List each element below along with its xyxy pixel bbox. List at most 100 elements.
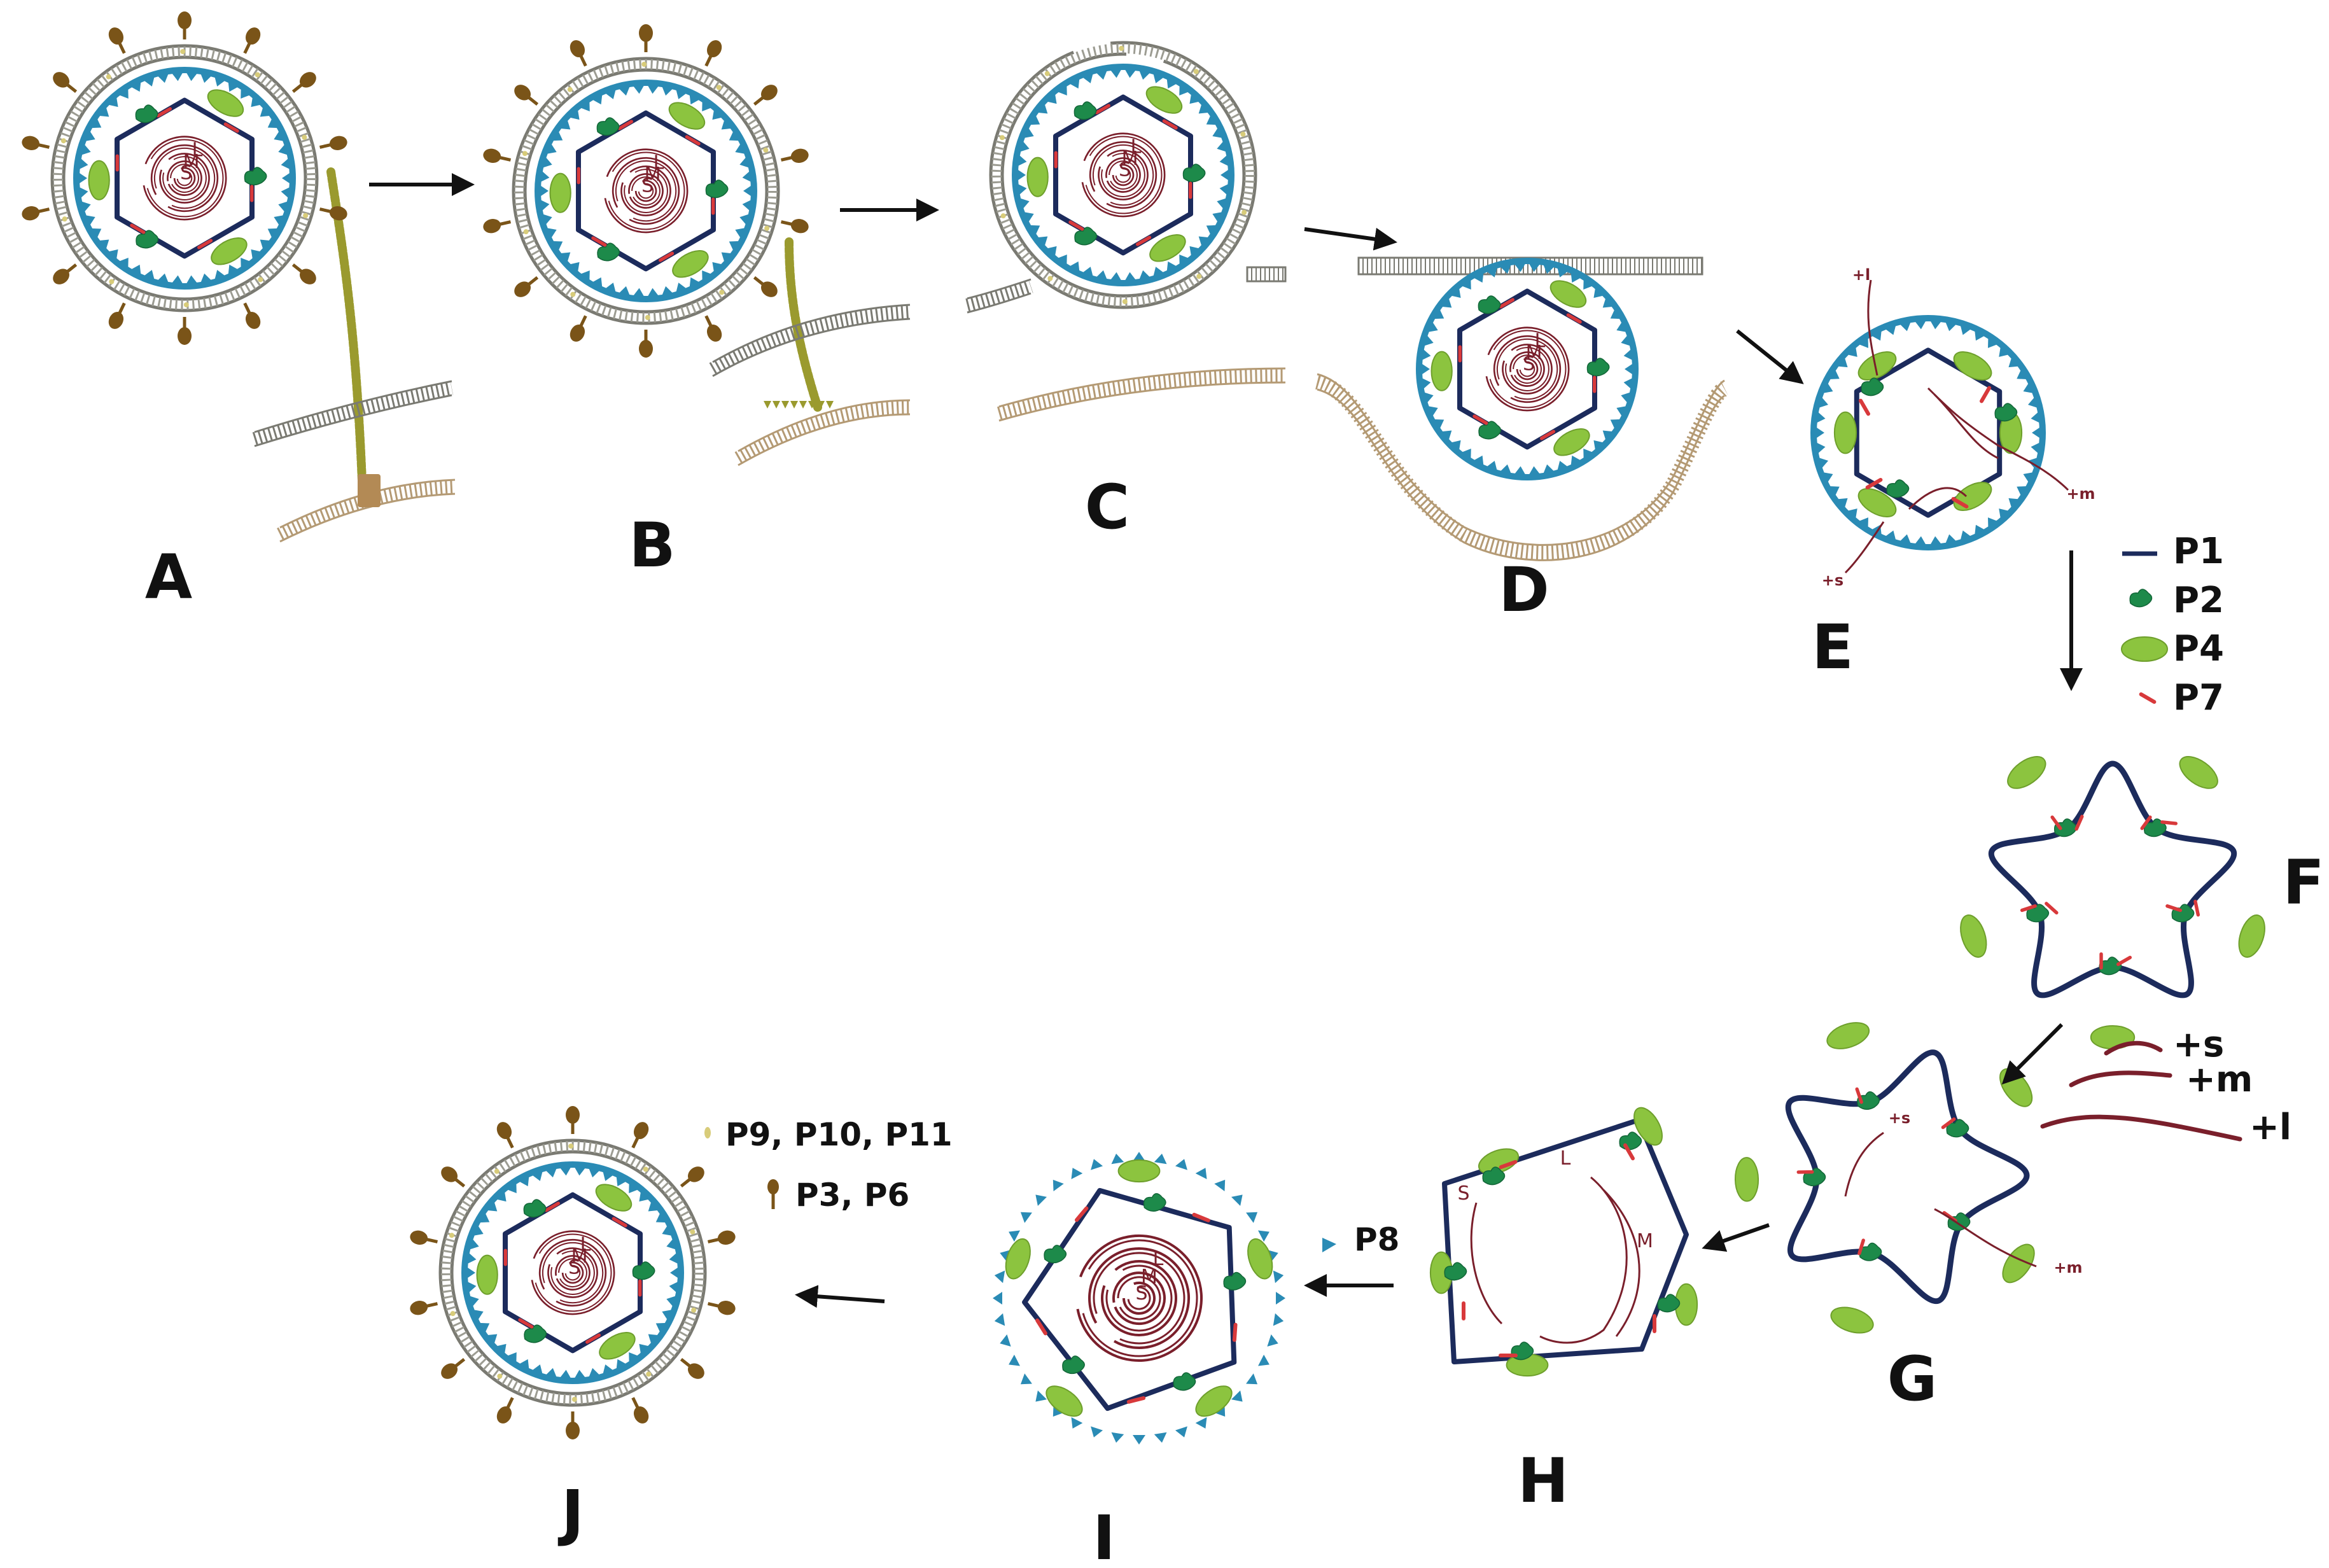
p8-triangle-icon [214, 76, 226, 87]
p8-triangle-icon [473, 1310, 484, 1320]
p8-triangle-icon [1179, 85, 1189, 96]
segment-label-m: M [1122, 148, 1138, 170]
p7-dash-icon [2020, 904, 2037, 913]
rna-strand [1101, 153, 1145, 197]
p8-triangle-icon [186, 72, 198, 81]
p8-triangle-icon [1461, 279, 1471, 290]
host-inner-membrane-d-edge [1317, 388, 1725, 561]
p9-p10-p11-icon [1000, 213, 1006, 219]
rna-strand [1513, 354, 1542, 384]
p7-dash-icon [223, 122, 239, 133]
stage-label-f: F [2283, 847, 2325, 918]
p9-p10-p11-icon [449, 1233, 454, 1238]
core-e: +l+m+s [1810, 266, 2095, 589]
p8-triangle-icon [574, 1166, 586, 1176]
lipid-envelope [50, 44, 319, 312]
envelope-inner-leaflet [62, 55, 307, 301]
p7-dash-icon [197, 239, 213, 249]
p8-triangle-icon [466, 1267, 475, 1278]
p8-triangle-icon [1930, 320, 1942, 330]
segment-label-l: L [1153, 1248, 1164, 1270]
p8-triangle-icon [605, 283, 616, 293]
p2-blob-icon [1444, 1262, 1467, 1281]
p4-ellipse-icon [1026, 157, 1049, 197]
p8-triangle-icon [2008, 357, 2019, 368]
p8-triangle-icon [260, 106, 270, 117]
segment-label-l: L [1535, 330, 1546, 352]
p8-triangle-icon [559, 1369, 571, 1379]
p4-ellipse-icon [595, 1184, 633, 1212]
legend-rna-label-1: +m [2186, 1059, 2253, 1100]
host-outer-membrane-c [965, 278, 1033, 314]
p9-p10-p11-icon [180, 49, 186, 55]
p8-triangle-icon [479, 1322, 490, 1333]
p8-triangle-icon [662, 1225, 673, 1236]
p2-blob-icon [244, 167, 267, 186]
legend-label-p9-p10-p11: P9, P10, P11 [725, 1116, 953, 1153]
p8-nucleocapsid-shell [1810, 315, 2046, 550]
p8-triangle-icon [1219, 183, 1229, 195]
segment-label-s: S [1457, 1182, 1469, 1205]
p8-triangle-icon [689, 277, 700, 288]
p8-triangle-icon [1124, 69, 1137, 78]
host-outer-membrane-a [252, 380, 454, 447]
rna-strand [547, 1247, 598, 1298]
p8-triangle-icon [1871, 330, 1882, 341]
p3-p6-spike-icon [22, 136, 40, 150]
p8-triangle-icon [540, 185, 549, 197]
rna-strand [1493, 335, 1562, 403]
p8-triangle-icon [1195, 1417, 1207, 1429]
p8-triangle-icon [1082, 73, 1093, 83]
p8-triangle-icon [1175, 1426, 1187, 1438]
p8-triangle-icon [662, 286, 673, 296]
rna-strand [1098, 150, 1149, 200]
p9-p10-p11-icon [183, 302, 189, 307]
envelope-outer-leaflet [512, 57, 780, 325]
p8-triangle-icon [1035, 1194, 1047, 1207]
p8-triangle-icon [1017, 155, 1027, 167]
host-outer-membrane-c-right [1246, 266, 1287, 283]
envelope-outer-leaflet [438, 1138, 707, 1407]
p8-triangle-icon [1246, 1373, 1258, 1385]
p8-triangle-icon [1818, 457, 1829, 469]
rna-strand [1112, 1271, 1166, 1326]
host-inner-membrane-d-hatch [1315, 374, 1729, 561]
p7-dash-icon [2193, 899, 2200, 917]
legend-rna-1: +m [2069, 1059, 2253, 1100]
p8-triangle-icon [1885, 530, 1896, 541]
p2-blob-icon [1062, 1355, 1085, 1375]
p1-procapsid-shell [1457, 288, 1597, 450]
p8-triangle-icon [519, 1359, 529, 1369]
p8-triangle-icon [735, 143, 746, 154]
p8-triangle-icon [729, 130, 739, 141]
p8-triangle-icon [1427, 406, 1438, 417]
p8-triangle-icon [721, 119, 732, 130]
legend-rna-0: +s [2104, 1024, 2224, 1065]
p8-triangle-icon [1139, 270, 1151, 280]
legend-label-p7: P7 [2173, 677, 2224, 718]
p8-triangle-icon [85, 130, 95, 141]
p7-dash-icon [1126, 1396, 1146, 1404]
p8-triangle-icon [1212, 212, 1223, 223]
p8-triangle-icon [545, 1168, 557, 1178]
p9-p10-p11-icon [716, 85, 722, 90]
p7-dash-icon [130, 223, 146, 234]
p8-triangle-icon [1543, 264, 1555, 274]
rna-strand [1082, 1239, 1198, 1357]
p8-triangle-icon [91, 118, 102, 129]
p9-p10-p11-icon [258, 277, 263, 283]
p7-dash-icon [2165, 904, 2183, 913]
rna-strand [1485, 326, 1570, 412]
p8-triangle-icon [1885, 325, 1896, 335]
p2-blob-icon [1861, 377, 1884, 396]
p8-triangle-icon [729, 241, 739, 251]
p4-ellipse-icon [1430, 351, 1453, 391]
rna-strand [620, 165, 671, 216]
p8-triangle-icon [1179, 254, 1189, 265]
plus-m-packaging-label: +m [2053, 1259, 2082, 1277]
procapsid-f [1960, 756, 2265, 1050]
rna-strand [535, 1233, 612, 1312]
p8-triangle-icon [655, 1212, 666, 1223]
stage-label-g: G [1887, 1343, 1938, 1415]
